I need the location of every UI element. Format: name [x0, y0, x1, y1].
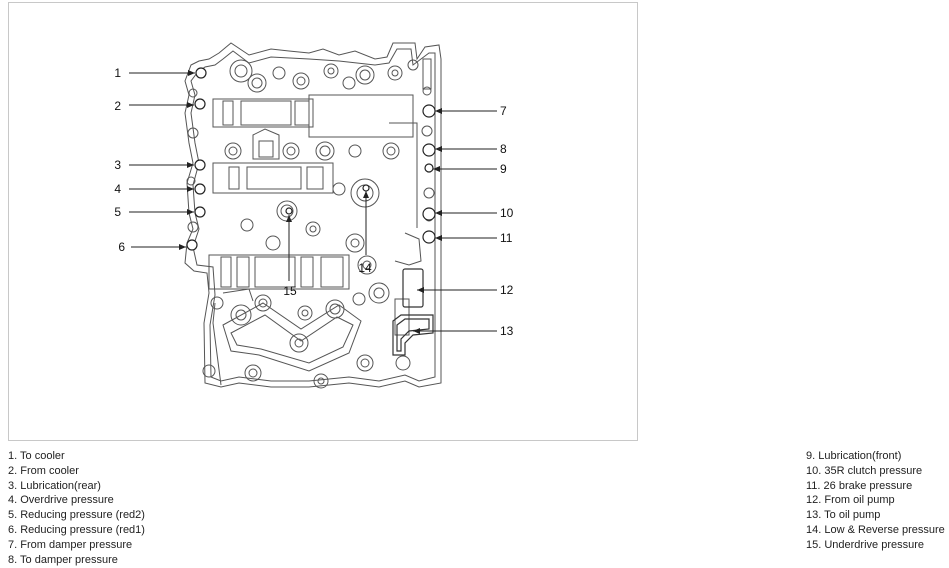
valve-body-outline [184, 42, 442, 388]
legend-item-11: 11. 26 brake pressure [806, 479, 913, 492]
callout-13: 13 [500, 324, 514, 338]
callout-5: 5 [114, 205, 121, 219]
legend-item-6: 6. Reducing pressure (red1) [8, 523, 145, 536]
callout-8: 8 [500, 142, 507, 156]
leader-lines [129, 70, 497, 334]
callout-15: 15 [283, 284, 297, 298]
diagram-frame: 1 2 3 4 5 6 7 8 9 10 11 12 13 14 15 [8, 2, 638, 441]
legend-item-10: 10. 35R clutch pressure [806, 464, 923, 477]
legend-item-3: 3. Lubrication(rear) [8, 479, 101, 492]
callout-7: 7 [500, 104, 507, 118]
callout-3: 3 [114, 158, 121, 172]
callout-10: 10 [500, 206, 514, 220]
legend-item-8: 8. To damper pressure [8, 553, 118, 566]
legend-item-2: 2. From cooler [8, 464, 79, 477]
legend-item-15: 15. Underdrive pressure [806, 538, 925, 551]
valve-spools [208, 94, 414, 290]
legend-item-5: 5. Reducing pressure (red2) [8, 509, 145, 522]
valve-body-bridge [222, 288, 362, 372]
legend-right: 9. Lubrication(front) 10. 35R clutch pre… [806, 449, 945, 553]
callout-2: 2 [114, 99, 121, 113]
callout-9: 9 [500, 162, 507, 176]
callout-14: 14 [358, 261, 372, 275]
legend-item-1: 1. To cooler [8, 450, 65, 462]
valve-body-diagram: 1 2 3 4 5 6 7 8 9 10 11 12 13 14 15 [114, 42, 514, 389]
oil-pump-ports [392, 268, 434, 356]
callout-4: 4 [114, 182, 121, 196]
callout-1: 1 [114, 66, 121, 80]
legend-item-9: 9. Lubrication(front) [806, 450, 902, 462]
callout-11: 11 [500, 231, 513, 245]
legend-item-14: 14. Low & Reverse pressure [806, 523, 945, 536]
legend-left: 1. To cooler 2. From cooler 3. Lubricati… [8, 449, 145, 567]
legend-item-12: 12. From oil pump [806, 494, 895, 507]
valve-body-holes [186, 58, 435, 389]
callout-12: 12 [500, 283, 514, 297]
legend-item-7: 7. From damper pressure [8, 538, 133, 551]
callout-6: 6 [118, 240, 125, 254]
callout-numbers: 1 2 3 4 5 6 7 8 9 10 11 12 13 14 15 [114, 66, 513, 338]
legend-item-4: 4. Overdrive pressure [8, 494, 114, 507]
legend-item-13: 13. To oil pump [806, 509, 881, 522]
port-circles [186, 67, 436, 251]
